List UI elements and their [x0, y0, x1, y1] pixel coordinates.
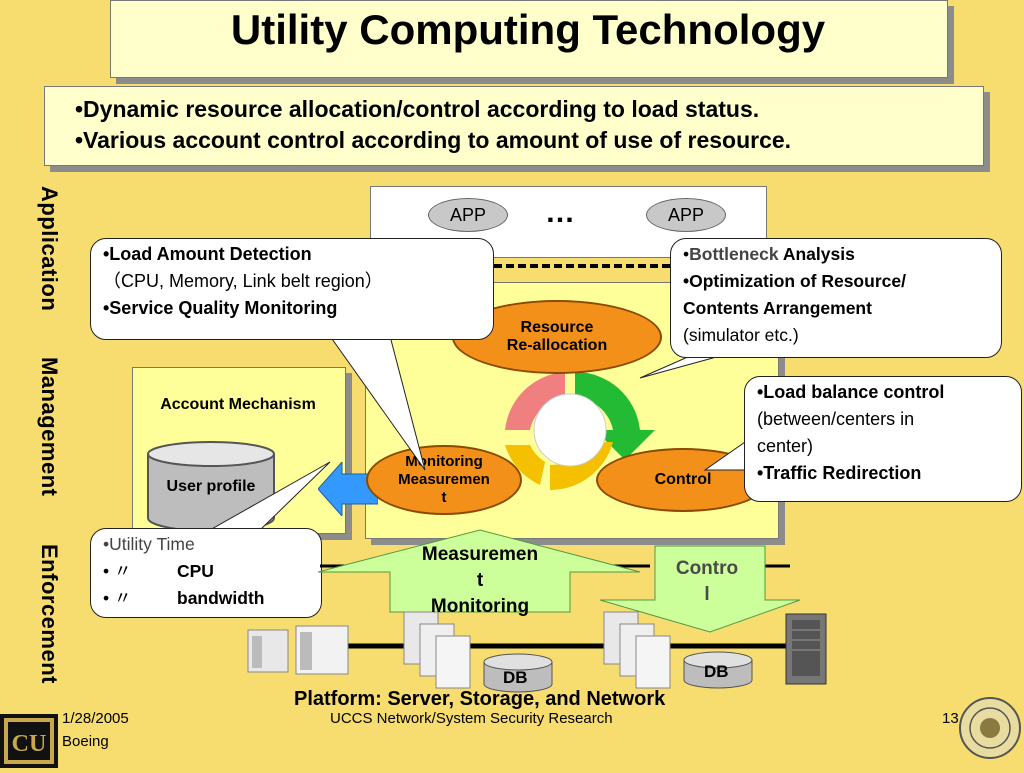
balance-callout-line-2: (between/centers in	[757, 409, 915, 429]
balance-callout-line-4: •Traffic Redirection	[757, 463, 922, 483]
cycle-center	[533, 393, 607, 467]
db-label-right: DB	[704, 662, 729, 681]
utility-ditto-1: • 〃	[103, 561, 132, 581]
balance-callout-line-3: center)	[757, 436, 814, 456]
app-pill-left: APP	[428, 198, 508, 232]
resource-line-1: Resource	[520, 319, 594, 336]
monitoring-line-3: t	[441, 489, 447, 506]
load-callout-line-1: •Load Amount Detection	[103, 244, 312, 264]
side-label-enforcement: Enforcement	[37, 544, 62, 684]
measure-line-1: Measuremen	[421, 544, 539, 565]
balance-callout-line-1: •Load balance control	[757, 382, 945, 402]
dashed-separator	[470, 264, 670, 268]
resource-line-2: Re-allocation	[506, 337, 608, 354]
ellipsis: …	[545, 196, 578, 229]
side-label-application: Application	[37, 186, 62, 312]
summary-bullet-1: •Dynamic resource allocation/control acc…	[75, 96, 760, 122]
control-arrow-line-2: l	[704, 584, 710, 605]
university-seal-icon	[959, 697, 1021, 759]
title-box	[110, 0, 948, 78]
bottleneck-callout-line-3: Contents Arrangement	[683, 298, 872, 318]
measurement-monitoring-label: Measuremen t Monitoring	[398, 542, 562, 620]
platform-label: Platform: Server, Storage, and Network	[294, 688, 666, 710]
bottleneck-analysis: Analysis	[778, 244, 855, 264]
cycle-arrow-yellow-2	[505, 445, 545, 485]
app-pill-right: APP	[646, 198, 726, 232]
account-mechanism-label: Account Mechanism	[160, 396, 316, 413]
footer-title: UCCS Network/System Security Research	[330, 710, 613, 727]
footer-date: 1/28/2005	[62, 710, 129, 727]
svg-text:CU: CU	[12, 731, 47, 757]
db-cylinder-right-icon	[683, 651, 753, 689]
bottleneck-callout-line-2: •Optimization of Resource/	[683, 271, 906, 291]
cycle-arrow-red	[505, 372, 565, 430]
cu-monogram-icon: CU	[4, 718, 54, 764]
bottleneck-bullet: •	[683, 244, 690, 264]
bottleneck-callout-line-1: •Bottleneck Analysis	[683, 241, 989, 268]
measurement-up-arrow	[317, 529, 641, 613]
utility-callout-line-3: • 〃 bandwidth	[103, 585, 309, 612]
control-down-arrow	[599, 545, 801, 633]
bottleneck-callout: •Bottleneck Analysis •Optimization of Re…	[670, 238, 1002, 358]
cu-logo: CU	[0, 714, 58, 768]
user-profile-label: User profile	[166, 478, 256, 495]
monitoring-line-2: Measuremen	[398, 471, 490, 488]
bottleneck-callout-line-4: (simulator etc.)	[683, 325, 799, 345]
db-label-left: DB	[503, 668, 528, 687]
db-cylinder-left-icon	[483, 653, 553, 693]
summary-bullet-2: •Various account control according to am…	[75, 127, 792, 153]
utility-callout-line-1: •Utility Time	[103, 534, 195, 554]
utility-time-callout: •Utility Time • 〃 CPU • 〃 bandwidth	[90, 528, 322, 618]
page-number: 13	[942, 710, 959, 727]
blue-arrow-icon	[318, 462, 378, 516]
load-callout-line-3: •Service Quality Monitoring	[103, 298, 338, 318]
storage-array-icon	[247, 625, 349, 675]
load-balance-callout: •Load balance control (between/centers i…	[744, 376, 1022, 502]
slide-title: Utility Computing Technology	[230, 6, 826, 53]
utility-ditto-2: • 〃	[103, 588, 132, 608]
utility-cpu: CPU	[177, 561, 214, 581]
server-stack-left-icon	[403, 611, 471, 689]
summary-box	[44, 86, 984, 166]
footer-organization: Boeing	[62, 733, 109, 750]
control-label: Control	[654, 471, 712, 488]
control-arrow-line-1: Contro	[675, 558, 739, 579]
cycle-arrow-green	[575, 371, 655, 460]
tower-server-icon	[785, 613, 827, 685]
measure-line-2: t	[476, 570, 484, 591]
monitoring-line-1: Monitoring	[405, 453, 483, 470]
utility-callout-line-2: • 〃 CPU	[103, 558, 309, 585]
bottleneck-word: Bottleneck	[689, 244, 779, 264]
side-label-management: Management	[37, 357, 62, 497]
load-detection-callout: •Load Amount Detection （CPU, Memory, Lin…	[90, 238, 494, 340]
server-stack-right-icon	[603, 611, 671, 689]
control-arrow-label: Contro l	[660, 556, 754, 608]
utility-bandwidth: bandwidth	[177, 588, 265, 608]
load-callout-line-2: （CPU, Memory, Link belt region）	[103, 271, 383, 291]
monitoring-measurement-oval: Monitoring Measuremen t	[366, 445, 522, 515]
cycle-arrows-graphic	[505, 371, 655, 491]
measure-line-3: Monitoring	[430, 596, 530, 617]
